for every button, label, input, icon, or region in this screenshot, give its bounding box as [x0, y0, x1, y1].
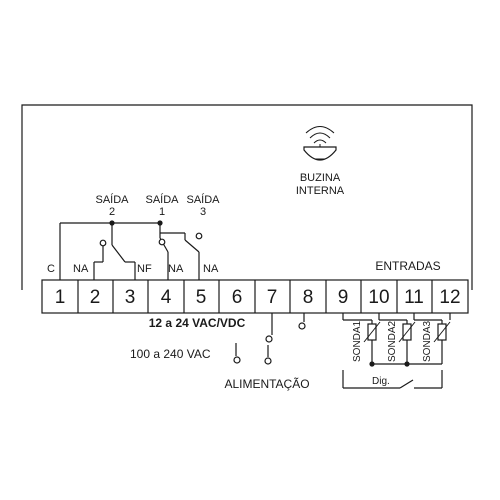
terminal-2: 2	[90, 287, 101, 308]
saida3-number: 3	[200, 206, 206, 218]
contact-label-c: C	[47, 263, 55, 275]
terminal-10: 10	[368, 287, 389, 308]
contact-label-na-2: NA	[73, 263, 89, 275]
terminal-8: 8	[303, 287, 314, 308]
dc-supply-label: 12 a 24 VAC/VDC	[149, 316, 246, 330]
contact-label-na-5: NA	[203, 263, 219, 275]
terminal-3: 3	[125, 287, 136, 308]
dig-label: Dig.	[372, 376, 390, 387]
contact-label-na-4: NA	[168, 263, 184, 275]
controller-housing	[21, 104, 473, 290]
terminal-4: 4	[161, 287, 172, 308]
entradas-label: ENTRADAS	[375, 259, 440, 273]
saida1-number: 1	[159, 206, 165, 218]
ac-supply-label: 100 a 240 VAC	[130, 347, 211, 361]
sonda1-label: SONDA1	[352, 320, 363, 362]
saida2-number: 2	[109, 206, 115, 218]
sonda3-label: SONDA3	[422, 320, 433, 362]
terminal-1: 1	[55, 287, 66, 308]
terminal-block: 1 2 3 4 5 6 7 8 9 10 11 12	[41, 279, 469, 314]
terminal-9: 9	[338, 287, 349, 308]
terminal-12: 12	[439, 287, 460, 308]
sonda2-label: SONDA2	[387, 320, 398, 362]
saida2-label: SAÍDA	[95, 193, 129, 206]
alimentacao-label: ALIMENTAÇÃO	[224, 377, 309, 391]
terminal-5: 5	[196, 287, 207, 308]
saida1-label: SAÍDA	[145, 193, 179, 206]
input-sensors-wiring	[342, 313, 451, 389]
saida3-label: SAÍDA	[186, 193, 220, 206]
power-supply-wiring	[233, 313, 306, 365]
contact-label-nf: NF	[137, 263, 152, 275]
terminal-11: 11	[404, 287, 424, 308]
buzzer-label-line1: BUZINA	[300, 172, 341, 184]
terminal-7: 7	[267, 287, 278, 308]
relay-wiring	[59, 220, 203, 280]
buzzer-label-line2: INTERNA	[296, 185, 345, 197]
buzzer-icon	[303, 126, 337, 161]
terminal-6: 6	[232, 287, 243, 308]
